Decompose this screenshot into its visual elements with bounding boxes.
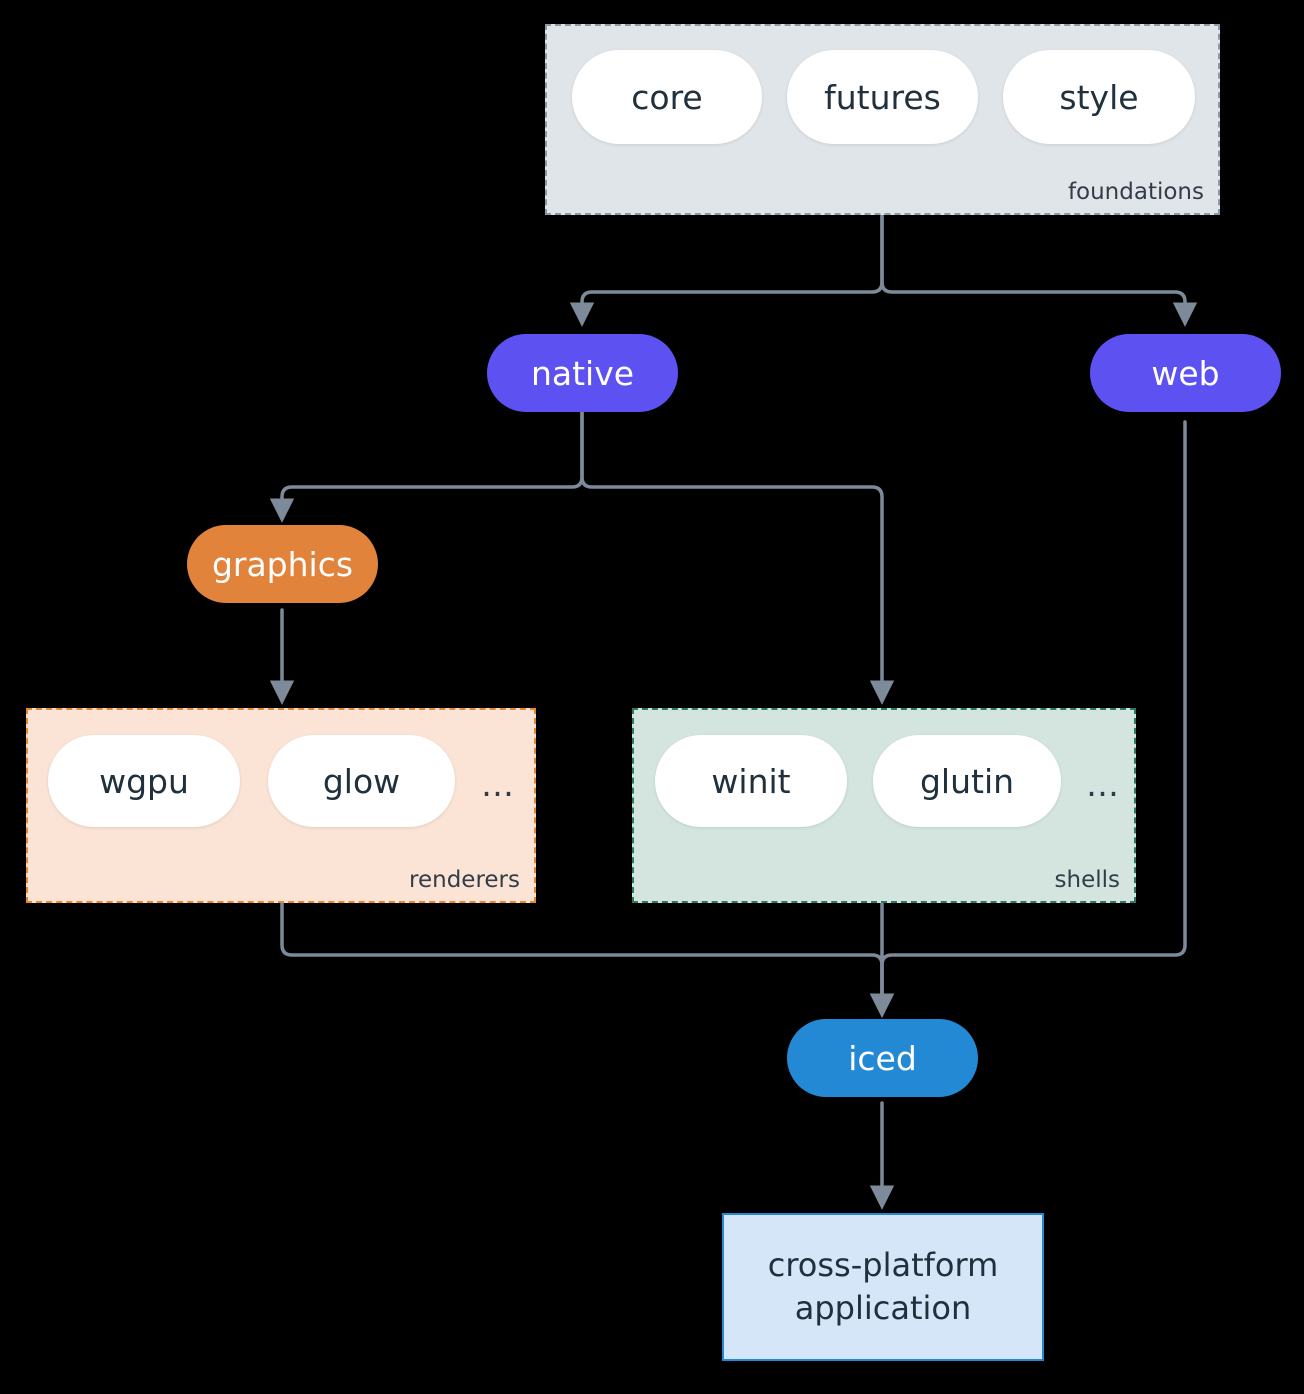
node-style[interactable]: style [1003,50,1195,144]
node-wgpu[interactable]: wgpu [48,735,240,827]
cluster-renderers-label: renderers [409,867,520,893]
node-iced-label: iced [848,1038,917,1078]
edge-renderers-iced [280,901,895,1018]
node-futures-label: futures [824,77,941,117]
edge-foundations-native [569,214,884,327]
node-glutin[interactable]: glutin [873,735,1061,827]
node-style-label: style [1059,77,1139,117]
node-glow[interactable]: glow [268,735,455,827]
node-cross-platform-application[interactable]: cross-platform application [722,1213,1044,1361]
node-native[interactable]: native [487,334,678,412]
node-native-label: native [530,353,635,393]
edge-foundations-web [880,214,1198,327]
node-iced[interactable]: iced [787,1019,978,1097]
node-wgpu-label: wgpu [99,761,189,801]
renderers-overflow-ellipsis: … [481,765,515,804]
node-web[interactable]: web [1090,334,1281,412]
edge-native-shells [580,410,895,705]
node-glow-label: glow [322,761,401,801]
node-core-label: core [631,77,703,117]
edge-native-graphics [269,410,584,523]
node-core[interactable]: core [572,50,762,144]
node-futures[interactable]: futures [787,50,978,144]
node-web-label: web [1151,353,1220,393]
shells-overflow-ellipsis: … [1086,765,1120,804]
node-glutin-label: glutin [919,761,1015,801]
node-winit-label: winit [711,761,791,801]
node-graphics[interactable]: graphics [187,525,378,603]
node-winit[interactable]: winit [655,735,847,827]
node-graphics-label: graphics [211,544,354,584]
cluster-shells-label: shells [1054,867,1120,893]
node-application-label-line2: application [794,1289,972,1327]
cluster-foundations-label: foundations [1067,179,1204,205]
node-application-label-line1: cross-platform [767,1245,999,1284]
